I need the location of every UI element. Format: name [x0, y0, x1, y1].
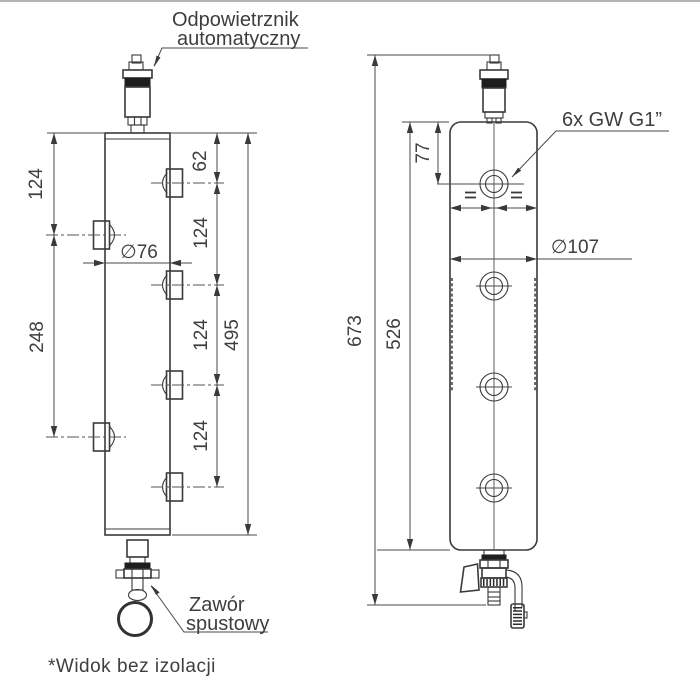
- vessel-body-front: [449, 121, 538, 551]
- drain-lever-handle: [459, 563, 480, 593]
- dim-label-right-spacing-3: 124: [191, 420, 212, 452]
- air-vent-callout-line2: automatyczny: [177, 28, 300, 50]
- dim-label-left-upper: 124: [26, 168, 47, 200]
- dimension-lines-side: [47, 132, 257, 536]
- dim-label-port-offset: 77: [413, 142, 434, 163]
- dim-label-right-spacing-2: 124: [191, 319, 212, 351]
- dim-label-body-height: 526: [384, 318, 405, 350]
- drain-elbow-tube: [505, 569, 523, 608]
- air-vent-icon-front: [479, 54, 509, 124]
- dim-label-diameter-front: ∅107: [551, 237, 599, 258]
- dimension-lines-front: [367, 54, 632, 606]
- air-vent-callout: Odpowietrznik automatyczny: [153, 9, 308, 67]
- nozzle-centerlines-side: [46, 182, 224, 488]
- air-vent-callout-line1: Odpowietrznik: [172, 9, 300, 31]
- dim-label-overall-front: 673: [345, 315, 366, 347]
- drain-valve-icon-front: [459, 549, 528, 629]
- ports-callout: 6x GW G1”: [511, 109, 669, 178]
- vessel-body-side: [104, 132, 171, 536]
- drain-callout-line1: Zawór: [189, 594, 245, 616]
- ports-front: [437, 169, 524, 503]
- dim-label-overall-side: 495: [222, 319, 243, 351]
- front-view: 77 526 673 ∅107 6x GW G1”: [345, 54, 669, 629]
- dim-label-right-top: 62: [190, 150, 211, 171]
- dim-label-right-spacing-1: 124: [191, 217, 212, 249]
- side-nozzles-left: [92, 220, 116, 452]
- ports-callout-label: 6x GW G1”: [562, 109, 662, 131]
- side-nozzles-right: [161, 168, 184, 502]
- drain-valve-icon-side: [115, 539, 160, 637]
- side-view: 124 248 62 124 124 124 495 ∅76 Zawór spu…: [26, 9, 308, 637]
- footnote-text: *Widok bez izolacji: [48, 656, 216, 677]
- dim-label-left-lower: 248: [27, 321, 48, 353]
- drain-valve-callout: Zawór spustowy: [150, 585, 269, 635]
- drain-callout-line2: spustowy: [186, 613, 269, 635]
- air-vent-icon: [122, 54, 153, 134]
- top-edge-strip: [0, 0, 700, 2]
- dim-label-diameter-side: ∅76: [120, 242, 158, 263]
- equal-spacing-marks: [450, 191, 537, 212]
